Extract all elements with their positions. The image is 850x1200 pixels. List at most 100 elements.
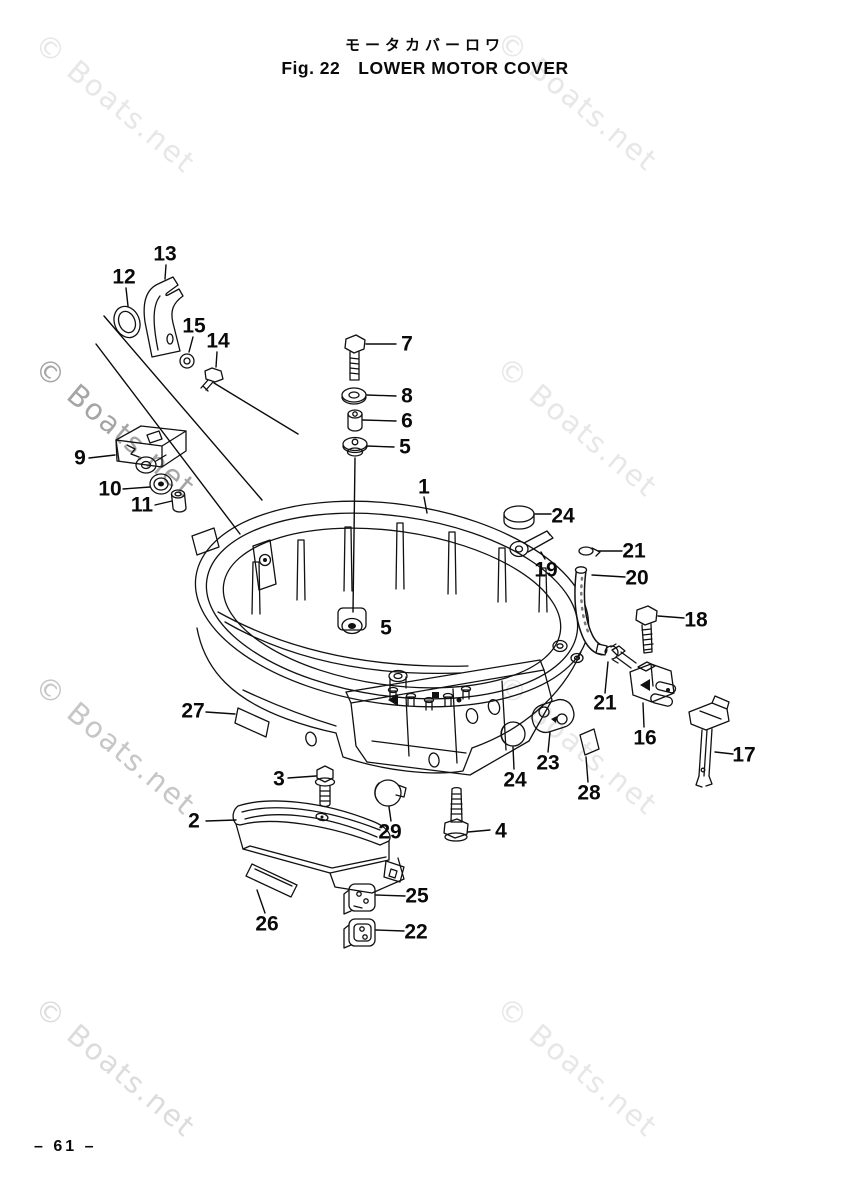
leader-line-10 [122,486,151,490]
leader-line-20 [591,574,626,578]
part-callout-22: 22 [404,920,428,944]
part-17-bracket-drawing [688,695,730,788]
part-24b-cap-drawing [500,721,526,747]
leader-line-5 [366,445,395,448]
figure-header: モータカバーロワ Fig. 22 LOWER MOTOR COVER [0,34,850,79]
part-4-bolt-drawing [443,786,469,842]
part-2-handle-grip-drawing [232,800,405,894]
part-3-bolt-drawing [314,765,336,808]
part-19-link-drawing [509,530,554,558]
part-26-strip-drawing [245,863,298,898]
part-callout-21: 21 [622,539,646,563]
part-callout-28: 28 [577,781,601,805]
leader-lines-layer [88,264,734,932]
part-callout-2: 2 [188,809,200,833]
leader-line-21b [604,661,609,694]
leader-line-26 [256,889,266,914]
leader-line-11 [154,500,173,506]
leader-line-18 [657,615,685,619]
leader-line-13 [164,264,167,280]
leader-line-4 [467,829,491,833]
part-9-bracket-drawing [115,425,187,474]
part-callout-24b: 24 [503,768,527,792]
figure-title-japanese: モータカバーロワ [344,37,505,54]
part-callout-12: 12 [112,265,136,289]
part-callout-19: 19 [534,558,558,582]
figure-title: LOWER MOTOR COVER [358,58,569,78]
page-number: – 61 – [34,1138,97,1155]
leader-line-19 [540,551,546,560]
leader-line-12 [125,287,129,307]
assembly-line-4 [352,457,356,613]
leader-line-15 [188,336,194,353]
leader-line-28 [585,756,589,783]
leader-line-1 [423,496,428,514]
leader-line-29 [388,806,392,822]
part-callout-9: 9 [74,446,86,470]
part-callout-20: 20 [625,566,649,590]
leader-line-16 [642,702,645,728]
leader-line-9 [88,454,116,459]
part-29-cap-drawing [374,779,407,807]
part-6-collar-drawing [347,409,363,432]
part-callout-4: 4 [495,819,507,843]
leader-line-17 [714,751,734,755]
leader-line-3 [287,775,317,779]
part-16-fitting-drawing [611,645,677,707]
part-callout-17: 17 [732,743,756,767]
figure-number-label: Fig. 22 [281,58,341,78]
part-18-bolt-drawing [635,605,658,654]
part-callout-3: 3 [273,767,285,791]
assembly-line-3 [213,382,299,435]
leader-line-14 [215,351,218,368]
figure-title-row: Fig. 22 LOWER MOTOR COVER [0,58,850,79]
part-callout-8: 8 [401,384,413,408]
part-callout-24: 24 [551,504,575,528]
part-callout-15: 15 [182,314,206,338]
part-callout-27: 27 [181,699,205,723]
leader-line-24b [512,746,515,770]
part-1-lower-motor-cover-drawing [191,500,590,776]
leader-line-23 [547,731,551,753]
part-callout-14: 14 [206,329,230,353]
part-21-clip-drawing [578,546,601,557]
part-27-strip-drawing [234,707,270,738]
part-15-washer-drawing [179,353,195,369]
part-callout-5: 5 [399,435,411,459]
part-callout-29: 29 [378,820,402,844]
part-13-hook-lever-drawing [143,276,184,358]
assembly-line-2 [95,343,241,535]
part-12-ring-drawing [113,305,141,339]
part-callout-5b: 5 [380,616,392,640]
leader-line-22 [375,929,405,932]
part-callout-11: 11 [130,493,154,517]
part-callout-10: 10 [98,477,122,501]
part-callout-1: 1 [418,475,430,499]
part-callout-13: 13 [153,242,177,266]
part-10-grommet-drawing [149,473,173,495]
part-7-bolt-drawing [344,334,366,381]
part-callout-25: 25 [405,884,429,908]
part-callout-23: 23 [536,751,560,775]
part-22-mount-block-drawing [343,918,376,949]
leader-line-27 [205,711,236,715]
part-callout-26: 26 [255,912,279,936]
part-25-mount-block-drawing [343,883,376,915]
leader-line-6 [362,419,397,422]
part-callout-16: 16 [633,726,657,750]
part-11-bushing-drawing [170,489,187,513]
part-callout-21b: 21 [593,691,617,715]
part-callout-18: 18 [684,608,708,632]
part-23-plate-drawing [531,698,575,734]
leader-line-8 [366,394,397,397]
part-20-tube-drawing [574,566,608,656]
assembly-line-1 [103,315,263,501]
part-24-cap-drawing [503,505,535,530]
part-5-grommet-drawing [342,436,368,457]
part-8-washer-drawing [341,387,367,405]
part-28-pad-drawing [579,728,600,756]
leader-line-2 [205,819,237,822]
part-14-bolt-drawing [200,367,224,392]
